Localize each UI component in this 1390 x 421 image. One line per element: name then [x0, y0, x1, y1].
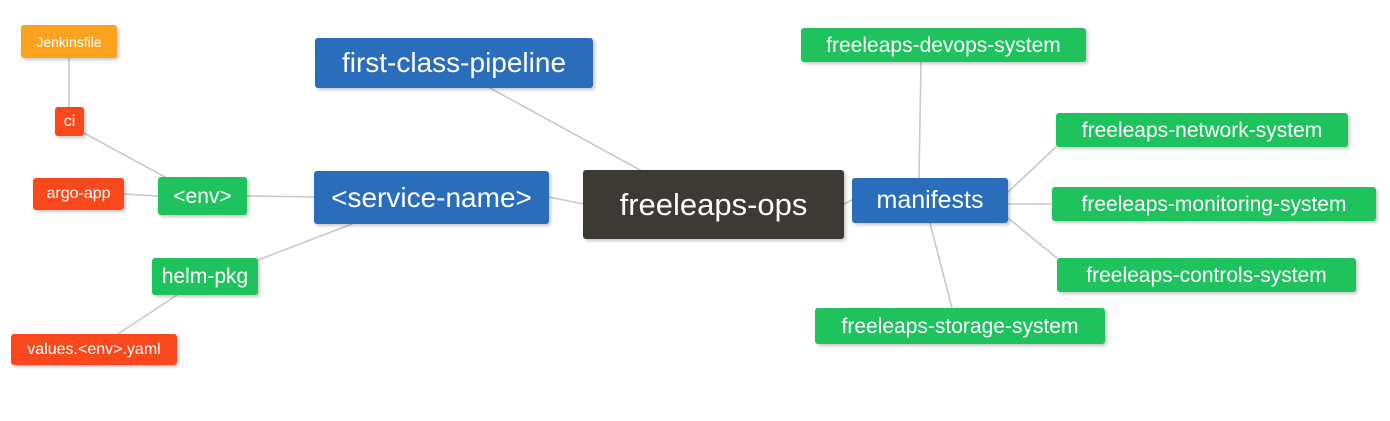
node-label: freeleaps-storage-system — [841, 314, 1079, 338]
edge-freeleaps-ops-to-first-class-pipeline — [489, 87, 641, 171]
edge-manifests-to-freeleaps-storage-system — [929, 222, 953, 309]
node-freeleaps-controls-system[interactable]: freeleaps-controls-system — [1057, 258, 1356, 292]
edge-manifests-to-freeleaps-controls-system — [1007, 217, 1058, 259]
node-label: freeleaps-ops — [619, 187, 808, 222]
node-values-env-yaml[interactable]: values.<env>.yaml — [11, 334, 177, 365]
node-label: freeleaps-network-system — [1081, 118, 1323, 142]
node-freeleaps-devops-system[interactable]: freeleaps-devops-system — [801, 28, 1086, 62]
node-label: values.<env>.yaml — [27, 340, 161, 358]
node-env[interactable]: <env> — [158, 177, 247, 215]
node-label: <env> — [173, 184, 232, 208]
node-freeleaps-network-system[interactable]: freeleaps-network-system — [1056, 113, 1348, 147]
edge-helm-pkg-to-values-env-yaml — [117, 294, 178, 335]
edge-manifests-to-freeleaps-network-system — [1007, 146, 1057, 193]
node-label: freeleaps-devops-system — [826, 33, 1061, 57]
node-label: manifests — [876, 186, 984, 214]
edge-env-to-argo-app — [123, 193, 159, 197]
edge-env-to-ci — [83, 132, 166, 178]
node-label: <service-name> — [331, 181, 532, 213]
node-label: Jenkinsfile — [36, 33, 102, 50]
node-label: freeleaps-controls-system — [1086, 263, 1327, 287]
node-jenkinsfile[interactable]: Jenkinsfile — [21, 25, 117, 58]
edge-manifests-to-freeleaps-devops-system — [918, 61, 922, 179]
node-label: freeleaps-monitoring-system — [1081, 192, 1347, 216]
node-freeleaps-ops[interactable]: freeleaps-ops — [583, 170, 844, 239]
node-freeleaps-storage-system[interactable]: freeleaps-storage-system — [815, 308, 1105, 344]
node-label: argo-app — [46, 185, 111, 202]
node-ci[interactable]: ci — [55, 107, 84, 136]
edge-service-name-to-env — [246, 195, 315, 198]
node-argo-app[interactable]: argo-app — [33, 178, 124, 210]
node-manifests[interactable]: manifests — [852, 178, 1008, 223]
node-freeleaps-monitoring-system[interactable]: freeleaps-monitoring-system — [1052, 187, 1376, 221]
edge-service-name-to-helm-pkg — [257, 223, 353, 261]
node-label: helm-pkg — [161, 265, 249, 288]
node-first-class-pipeline[interactable]: first-class-pipeline — [315, 38, 593, 88]
node-label: ci — [63, 112, 76, 130]
node-service-name[interactable]: <service-name> — [314, 171, 549, 224]
edge-freeleaps-ops-to-manifests — [843, 199, 853, 205]
node-label: first-class-pipeline — [341, 47, 567, 78]
edge-freeleaps-ops-to-service-name — [548, 196, 584, 205]
node-helm-pkg[interactable]: helm-pkg — [152, 258, 258, 295]
